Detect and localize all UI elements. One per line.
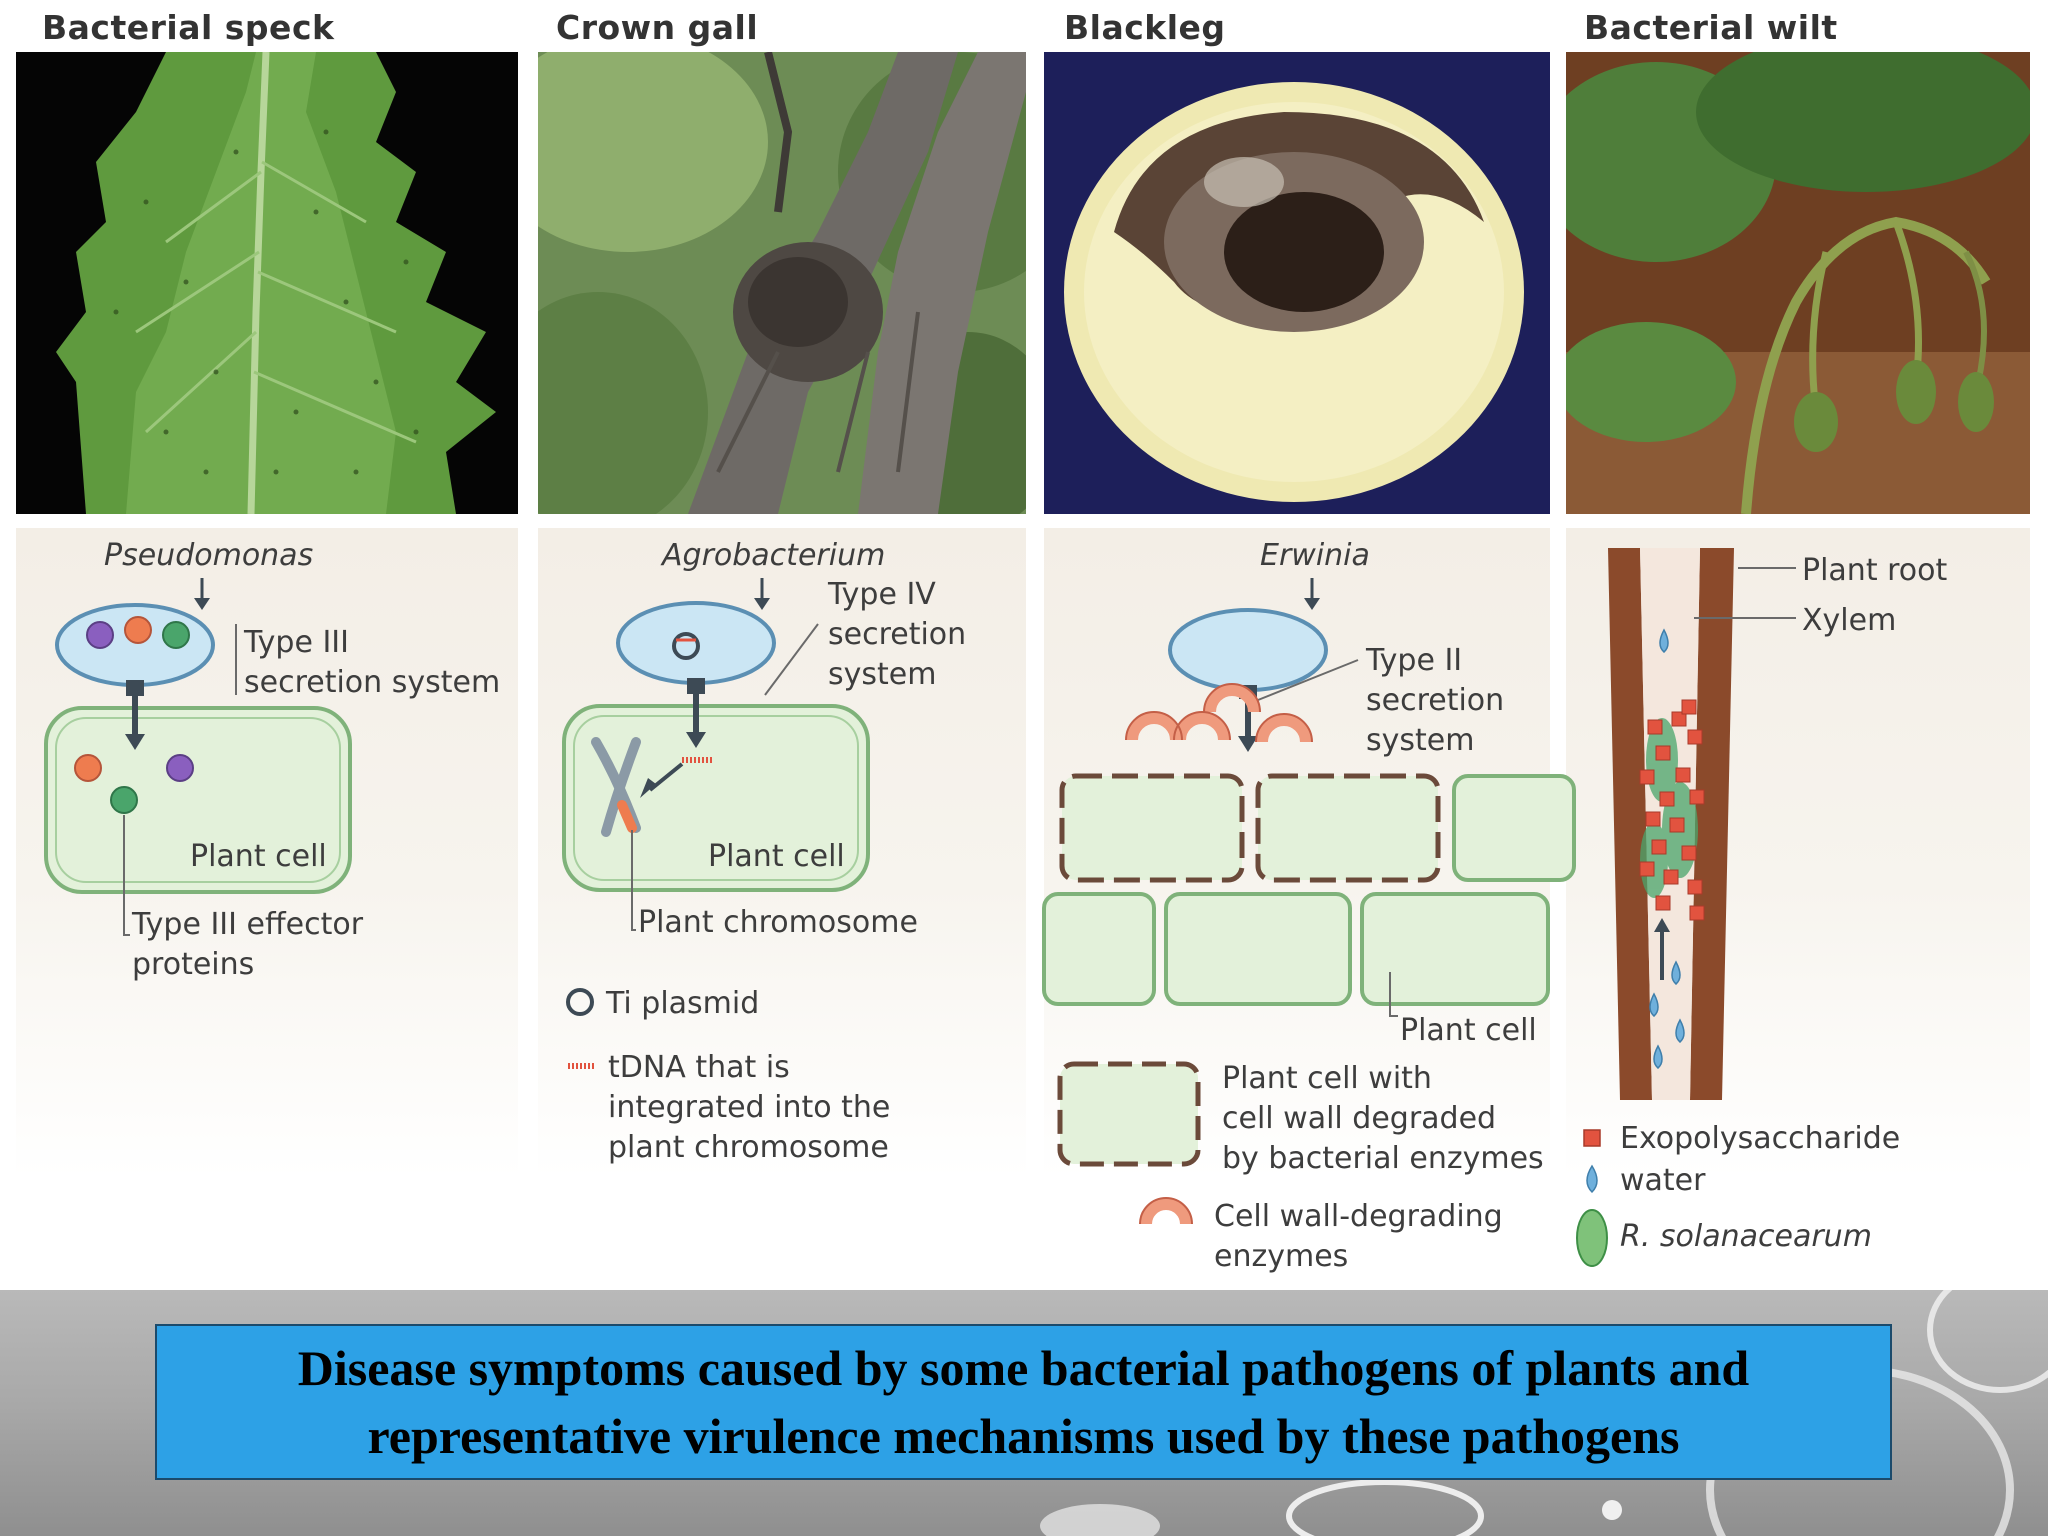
water-droplets [1649, 628, 1685, 1069]
legend-tdna-line1: tDNA that is [608, 1050, 790, 1085]
effector-green-in-cell-icon [110, 786, 138, 814]
legend-tdna-line3: plant chromosome [608, 1130, 889, 1165]
caption-line2: representative virulence mechanisms used… [367, 1408, 1680, 1464]
mechanisms-diagram: Pseudomonas Type III secretion system Pl… [44, 538, 1948, 1274]
pseudomonas-label: Pseudomonas [104, 538, 313, 573]
legend-degraded-cell-icon [1057, 1061, 1201, 1167]
panel-title-crown-gall: Crown gall [556, 8, 759, 47]
erwinia-bacterium [1168, 608, 1328, 692]
panel-title-blackleg: Blackleg [1064, 8, 1226, 47]
legend-enzyme-icon [1140, 1198, 1192, 1225]
legend-ti-plasmid-label: Ti plasmid [605, 986, 759, 1021]
type-ii-label-line2: secretion [1366, 683, 1504, 718]
erwinia-label: Erwinia [1260, 538, 1370, 573]
plant-cell-label-1: Plant cell [190, 839, 327, 874]
plant-cell-label-2: Plant cell [708, 839, 845, 874]
type-iii-label-line2: secretion system [244, 665, 500, 700]
xylem-label: Xylem [1802, 603, 1896, 638]
legend-degraded-line3: by bacterial enzymes [1222, 1141, 1544, 1176]
plant-cell-3a [1452, 774, 1576, 882]
panel-title-bacterial-wilt: Bacterial wilt [1584, 8, 1838, 47]
eps-cluster [1639, 699, 1705, 921]
enzyme-arcs [1126, 684, 1312, 743]
plant-chromosome-label: Plant chromosome [638, 905, 918, 940]
root-wall-right [1690, 548, 1734, 1100]
agrobacterium-label: Agrobacterium [660, 538, 885, 573]
legend-water-label: water [1620, 1163, 1706, 1198]
legend-degraded-line1: Plant cell with [1222, 1061, 1432, 1096]
effector-proteins-label-line1: Type III effector [131, 907, 364, 942]
legend-degraded-line2: cell wall degraded [1222, 1101, 1496, 1136]
effector-orange-in-cell-icon [74, 754, 102, 782]
degraded-cell-2 [1255, 773, 1441, 883]
pseudomonas-diagram: Pseudomonas Type III secretion system Pl… [44, 538, 500, 982]
type-iv-label-line3: system [828, 657, 936, 692]
type-iii-label-line1: Type III [243, 625, 349, 660]
legend-bacterium-label: R. solanacearum [1620, 1219, 1872, 1254]
legend-enzyme-line2: enzymes [1214, 1239, 1348, 1274]
caption-box: Disease symptoms caused by some bacteria… [155, 1324, 1892, 1480]
type-ii-label-line3: system [1366, 723, 1474, 758]
plant-cell-3d [1360, 892, 1550, 1006]
plant-cell-2 [562, 704, 870, 892]
legend-water-icon [1586, 1164, 1598, 1194]
type-iv-label-line2: secretion [828, 617, 966, 652]
effector-purple-icon [86, 621, 114, 649]
panel-title-bacterial-speck: Bacterial speck [42, 8, 335, 47]
legend-eps-label: Exopolysaccharide [1620, 1121, 1900, 1156]
type-iv-label-line1: Type IV [827, 577, 936, 612]
plant-cell-3c [1164, 892, 1352, 1006]
legend-ti-plasmid-icon [566, 988, 594, 1016]
agrobacterium-diagram: Agrobacterium Type IV secretion system P… [562, 538, 966, 1165]
photo-bacterial-wilt [1566, 52, 2030, 514]
root-wall-left [1608, 548, 1652, 1100]
photo-bacterial-speck [16, 52, 518, 514]
ralstonia-diagram: Plant root Xylem Exopolysacc [1576, 548, 1948, 1267]
legend-eps-icon [1583, 1129, 1601, 1147]
plant-cell-label-3: Plant cell [1400, 1013, 1537, 1048]
degraded-cell-1 [1059, 773, 1245, 883]
plant-cell-1 [44, 706, 352, 894]
legend-tdna-line2: integrated into the [608, 1090, 890, 1125]
erwinia-diagram: Erwinia Type II secretion system Plant [1042, 538, 1576, 1274]
plant-cell-3b [1042, 892, 1156, 1006]
caption-line1: Disease symptoms caused by some bacteria… [297, 1340, 1750, 1396]
photo-crown-gall [538, 52, 1026, 514]
photo-blackleg [1044, 52, 1550, 514]
effector-orange-icon [124, 616, 152, 644]
effector-purple-in-cell-icon [166, 754, 194, 782]
effector-proteins-label-line2: proteins [132, 947, 254, 982]
type-ii-label-line1: Type II [1365, 643, 1462, 678]
legend-enzyme-line1: Cell wall-degrading [1214, 1199, 1503, 1234]
legend-bacterium-icon [1576, 1209, 1608, 1267]
effector-green-icon [162, 621, 190, 649]
plant-root-label: Plant root [1802, 553, 1948, 588]
ti-plasmid-icon [672, 632, 700, 660]
